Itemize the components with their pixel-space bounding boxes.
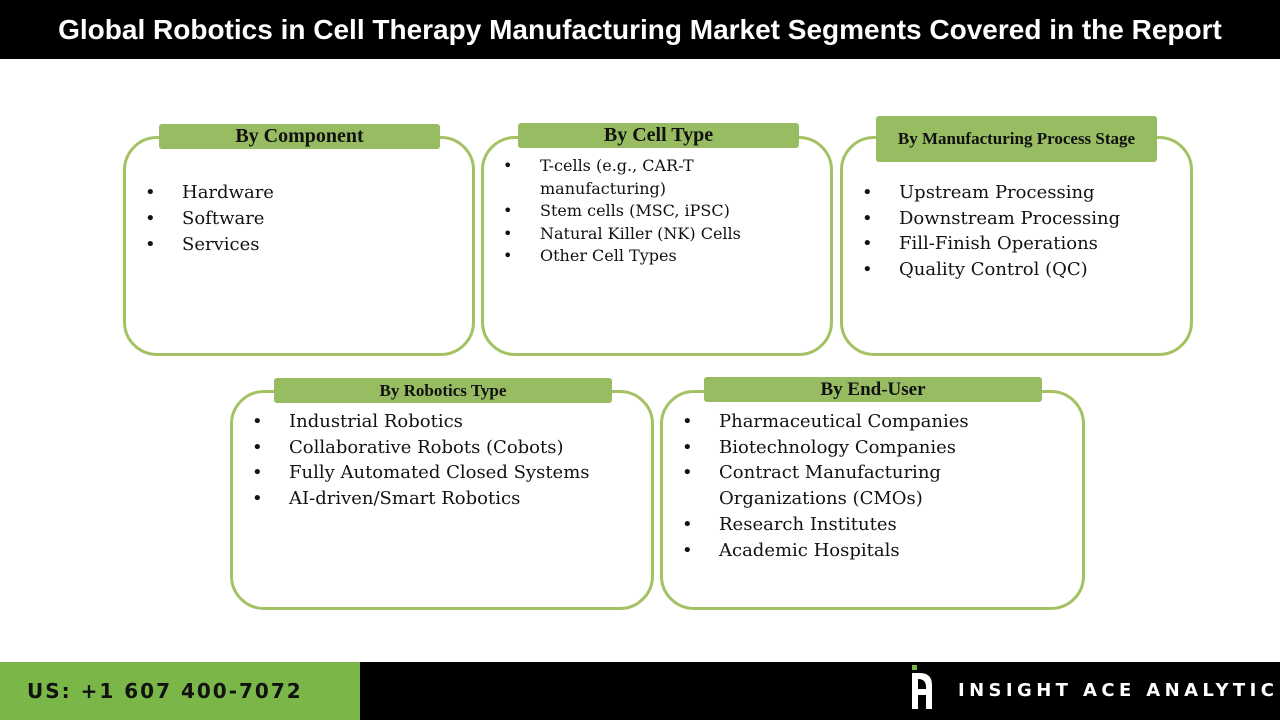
segment-list-component: • Hardware • Software • Services — [145, 180, 455, 258]
list-item: • Academic Hospitals — [682, 538, 1002, 564]
list-item-text: Natural Killer (NK) Cells — [540, 223, 741, 243]
bullet-icon: • — [503, 246, 513, 265]
list-item-text: Fill-Finish Operations — [899, 233, 1098, 255]
list-item-text: Stem cells (MSC, iPSC) — [540, 201, 730, 220]
list-item-text: Downstream Processing — [899, 207, 1121, 229]
brand-name: INSIGHT ACE ANALYTIC — [958, 680, 1279, 701]
list-item: • T-cells (e.g., CAR-T manufacturing) — [503, 155, 803, 200]
bullet-icon: • — [862, 259, 873, 281]
list-item: • Software — [145, 206, 455, 232]
list-item-text: Academic Hospitals — [719, 539, 900, 561]
list-item-text: Collaborative Robots (Cobots) — [289, 436, 564, 458]
list-item-text: Upstream Processing — [899, 182, 1095, 203]
list-item-text: Industrial Robotics — [289, 411, 463, 432]
list-item: • Research Institutes — [682, 512, 1002, 538]
segment-label-cell-type: By Cell Type — [518, 123, 799, 148]
list-item: • Stem cells (MSC, iPSC) — [503, 200, 803, 223]
bullet-icon: • — [503, 156, 513, 175]
segment-list-end-user: • Pharmaceutical Companies • Biotechnology … — [682, 409, 1002, 563]
segment-list-process-stage: • Upstream Processing • Downstream Processi… — [862, 180, 1182, 283]
footer-phone-bar: US: +1 607 400-7072 — [0, 662, 360, 720]
bullet-icon: • — [862, 233, 873, 255]
list-item-text: Hardware — [182, 182, 274, 203]
list-item: • Fill-Finish Operations — [862, 231, 1182, 257]
bullet-icon: • — [503, 201, 513, 220]
list-item-text: Quality Control (QC) — [899, 259, 1088, 281]
bullet-icon: • — [862, 207, 873, 229]
footer-brand-bar — [360, 662, 1280, 720]
list-item-text: Contract Manufacturing Organizations (CM… — [719, 462, 941, 510]
insight-ace-logo-icon — [912, 665, 932, 709]
list-item: • Services — [145, 232, 455, 258]
bullet-icon: • — [682, 539, 693, 561]
bullet-icon: • — [862, 182, 873, 203]
list-item: • Upstream Processing — [862, 180, 1182, 206]
title-bar: Global Robotics in Cell Therapy Manufact… — [0, 0, 1280, 59]
list-item: • Downstream Processing — [862, 206, 1182, 232]
list-item-text: Biotechnology Companies — [719, 436, 956, 458]
segment-list-cell-type: • T-cells (e.g., CAR-T manufacturing) • Ste… — [503, 155, 803, 268]
list-item: • Biotechnology Companies — [682, 435, 1002, 461]
list-item: • Contract Manufacturing Organizations (C… — [682, 460, 1002, 511]
list-item: • Industrial Robotics — [252, 409, 642, 435]
segment-label-component: By Component — [159, 124, 440, 149]
segment-label-process-stage: By Manufacturing Process Stage — [876, 116, 1157, 162]
list-item-text: Research Institutes — [719, 513, 897, 535]
bullet-icon: • — [503, 223, 513, 243]
segment-list-robotics-type: • Industrial Robotics • Collaborative Robot… — [252, 409, 642, 512]
list-item: • Other Cell Types — [503, 245, 803, 268]
list-item-text: Pharmaceutical Companies — [719, 411, 969, 432]
list-item: • Natural Killer (NK) Cells — [503, 223, 803, 246]
bullet-icon: • — [682, 436, 693, 458]
bullet-icon: • — [682, 513, 693, 535]
list-item: • Fully Automated Closed Systems — [252, 460, 642, 486]
list-item: • Quality Control (QC) — [862, 257, 1182, 283]
bullet-icon: • — [145, 182, 156, 203]
segment-label-end-user: By End-User — [704, 377, 1042, 402]
segment-box-cell-type — [481, 136, 833, 356]
segment-label-robotics-type: By Robotics Type — [274, 378, 612, 403]
bullet-icon: • — [252, 462, 263, 484]
list-item-text: Services — [182, 234, 260, 255]
bullet-icon: • — [145, 234, 156, 255]
page-title: Global Robotics in Cell Therapy Manufact… — [58, 13, 1222, 45]
bullet-icon: • — [252, 411, 263, 432]
list-item-text: T-cells (e.g., CAR-T manufacturing) — [540, 156, 694, 198]
list-item: • Pharmaceutical Companies — [682, 409, 1002, 435]
segment-box-end-user — [660, 390, 1085, 610]
list-item-text: Other Cell Types — [540, 246, 677, 265]
bullet-icon: • — [145, 208, 156, 229]
list-item: • AI-driven/Smart Robotics — [252, 486, 642, 512]
bullet-icon: • — [682, 411, 693, 432]
bullet-icon: • — [252, 436, 263, 458]
list-item: • Hardware — [145, 180, 455, 206]
bullet-icon: • — [682, 462, 693, 484]
segment-box-process-stage — [840, 136, 1193, 356]
list-item-text: Software — [182, 208, 265, 229]
bullet-icon: • — [252, 488, 263, 510]
list-item: • Collaborative Robots (Cobots) — [252, 435, 642, 461]
segment-box-robotics-type — [230, 390, 654, 610]
phone-number[interactable]: US: +1 607 400-7072 — [27, 679, 303, 703]
list-item-text: AI-driven/Smart Robotics — [289, 488, 521, 510]
list-item-text: Fully Automated Closed Systems — [289, 462, 590, 484]
